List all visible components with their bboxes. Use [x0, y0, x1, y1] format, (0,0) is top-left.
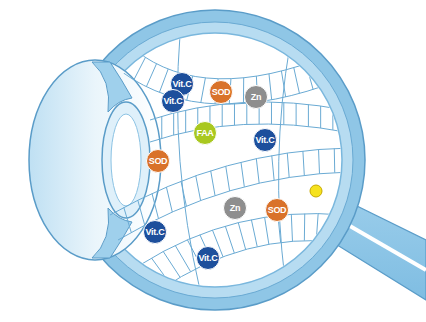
fovea — [310, 185, 322, 197]
fiber-tick — [159, 69, 168, 92]
nutrient-circle: Vit.C — [253, 128, 277, 152]
fiber-tick — [287, 153, 289, 177]
nutrient-circle: SOD — [265, 198, 289, 222]
fiber-tick — [328, 214, 331, 241]
fiber-tick — [138, 200, 145, 225]
fiber-tick — [241, 162, 244, 187]
fiber-tick — [134, 57, 146, 79]
fiber-tick — [291, 214, 292, 241]
fiber-rail — [279, 45, 290, 280]
lens — [102, 102, 150, 218]
fiber-tick — [124, 207, 131, 232]
nutrient-circle: SOD — [209, 80, 233, 104]
fiber-tick — [318, 60, 327, 85]
fiber-tick — [303, 151, 304, 175]
fiber-tick — [294, 68, 300, 94]
fiber-tick — [152, 194, 158, 219]
nutrient-circle: Zn — [244, 85, 268, 109]
fiber-tick — [334, 149, 335, 173]
fiber-rail — [140, 214, 345, 265]
vitreous-fibers — [110, 35, 350, 290]
fiber-tick — [175, 245, 190, 271]
fiber-rail — [160, 241, 340, 290]
fiber-tick — [318, 150, 320, 174]
fiber-tick — [265, 217, 269, 244]
fiber-tick — [316, 214, 318, 241]
fiber-tick — [225, 226, 234, 253]
fiber-tick — [234, 103, 235, 125]
fiber-tick — [272, 156, 274, 180]
fiber-tick — [201, 78, 206, 103]
nutrient-label: SOD — [149, 157, 168, 166]
fiber-tick — [151, 258, 169, 283]
nutrient-label: Vit.C — [256, 136, 275, 145]
fiber-tick — [185, 110, 186, 132]
fiber-tick — [238, 223, 245, 250]
nutrient-circle: Vit.C — [196, 246, 220, 270]
fiber-rail — [110, 148, 350, 215]
fiber-tick — [332, 108, 333, 130]
fiber-tick — [256, 159, 259, 184]
sclera — [65, 10, 365, 310]
lens-core — [111, 114, 141, 206]
cornea — [29, 60, 161, 260]
fiber-tick — [196, 176, 201, 201]
fiber-tick — [304, 214, 305, 241]
nutrient-label: SOD — [268, 206, 287, 215]
nutrient-circle: Vit.C — [161, 89, 185, 113]
choroid — [77, 22, 353, 298]
nutrient-circle: Zn — [223, 196, 247, 220]
fiber-tick — [166, 187, 172, 212]
fiber-rail — [118, 172, 350, 240]
fiber-rail — [122, 72, 340, 104]
fiber-tick — [308, 104, 309, 126]
fiber-rail — [150, 124, 345, 142]
fiber-tick — [173, 113, 174, 135]
nutrient-circle: SOD — [146, 149, 170, 173]
fiber-tick — [269, 74, 272, 100]
nutrient-label: Vit.C — [173, 80, 192, 89]
nutrient-label: Zn — [230, 204, 240, 213]
fiber-tick — [320, 106, 321, 128]
nutrient-label: Vit.C — [199, 254, 218, 263]
fiber-tick — [222, 104, 223, 126]
fiber-tick — [211, 171, 215, 196]
fiber-rail — [135, 50, 330, 79]
fiber-tick — [226, 166, 230, 191]
fiber-tick — [306, 64, 313, 90]
fiber-tick — [271, 102, 272, 124]
fiber-tick — [146, 64, 156, 87]
fiber-tick — [251, 220, 257, 247]
nutrient-label: SOD — [212, 88, 231, 97]
nutrient-circle: Vit.C — [143, 220, 167, 244]
fiber-tick — [161, 116, 162, 138]
fiber-tick — [283, 103, 284, 125]
nutrient-circle: FAA — [193, 121, 217, 145]
nutrient-label: Vit.C — [164, 97, 183, 106]
nutrient-label: FAA — [196, 129, 213, 138]
nutrient-label: Vit.C — [146, 228, 165, 237]
nutrient-label: Zn — [251, 93, 261, 102]
iris-bottom — [92, 208, 132, 258]
fiber-tick — [163, 251, 180, 277]
fiber-tick — [296, 103, 297, 125]
